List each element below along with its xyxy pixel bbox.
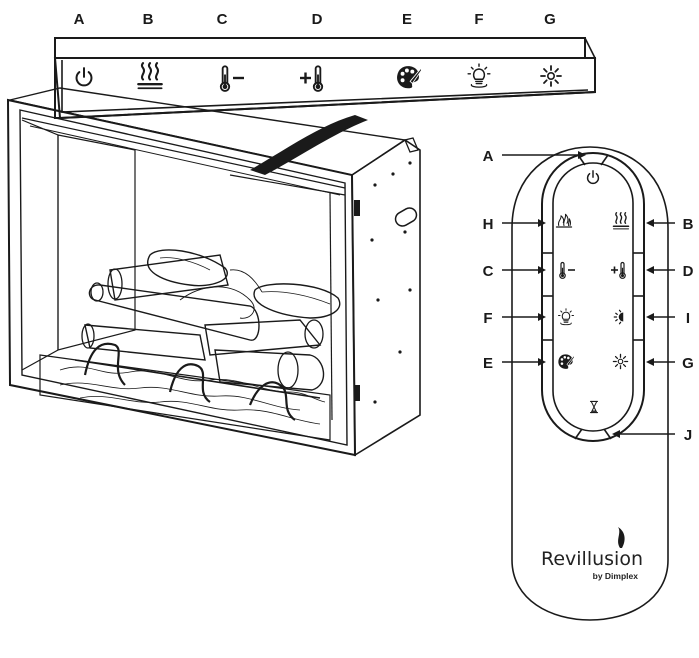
callout-label-i: I (686, 310, 690, 327)
remote-temp-down-icon[interactable] (559, 261, 575, 279)
panel-letters: A B C D E F G (74, 11, 556, 28)
panel-label-c: C (217, 11, 228, 28)
callout-label-f: F (483, 310, 492, 327)
brand-flame-icon (618, 527, 625, 548)
callout-label-a: A (483, 148, 494, 165)
panel-label-a: A (74, 11, 85, 28)
control-panel (53, 37, 597, 120)
remote-control: Revillusion by Dimplex (511, 146, 669, 621)
callout-label-h: H (483, 216, 494, 233)
callout-label-c: C (483, 263, 494, 280)
callout-label-j: J (684, 427, 692, 444)
callout-label-g: G (682, 355, 694, 372)
callout-label-d: D (683, 263, 694, 280)
panel-temp-up-icon[interactable] (300, 65, 324, 92)
panel-label-g: G (544, 11, 556, 28)
panel-label-f: F (474, 11, 483, 28)
callout-label-b: B (683, 216, 694, 233)
panel-light-bulb-icon[interactable] (467, 63, 491, 88)
panel-label-d: D (312, 11, 323, 28)
remote-callouts: A H C F E B D I G J (483, 148, 694, 444)
panel-heat-icon[interactable] (137, 62, 163, 90)
fireplace-insert (6, 87, 421, 457)
panel-temp-down-icon[interactable] (219, 65, 244, 92)
brand-logo: Revillusion (541, 548, 643, 570)
panel-label-e: E (402, 11, 412, 28)
brand-sub-logo: by Dimplex (593, 571, 639, 581)
panel-color-palette-icon[interactable] (396, 65, 422, 89)
panel-label-b: B (143, 11, 154, 28)
panel-brightness-icon[interactable] (540, 65, 562, 87)
callout-label-e: E (483, 355, 493, 372)
panel-power-icon[interactable] (75, 67, 93, 87)
remote-temp-up-icon[interactable] (611, 261, 626, 279)
